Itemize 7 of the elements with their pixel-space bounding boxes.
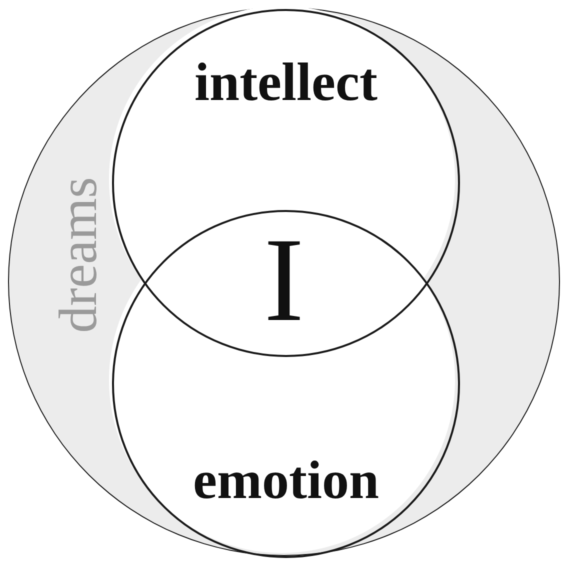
circle-label: intellect [194, 55, 378, 109]
center-label: I [264, 220, 304, 340]
circle [112, 9, 460, 357]
circle [112, 210, 460, 558]
circle [8, 7, 560, 556]
ring-label: dreams [51, 177, 105, 333]
circle-label: emotion [193, 453, 379, 507]
